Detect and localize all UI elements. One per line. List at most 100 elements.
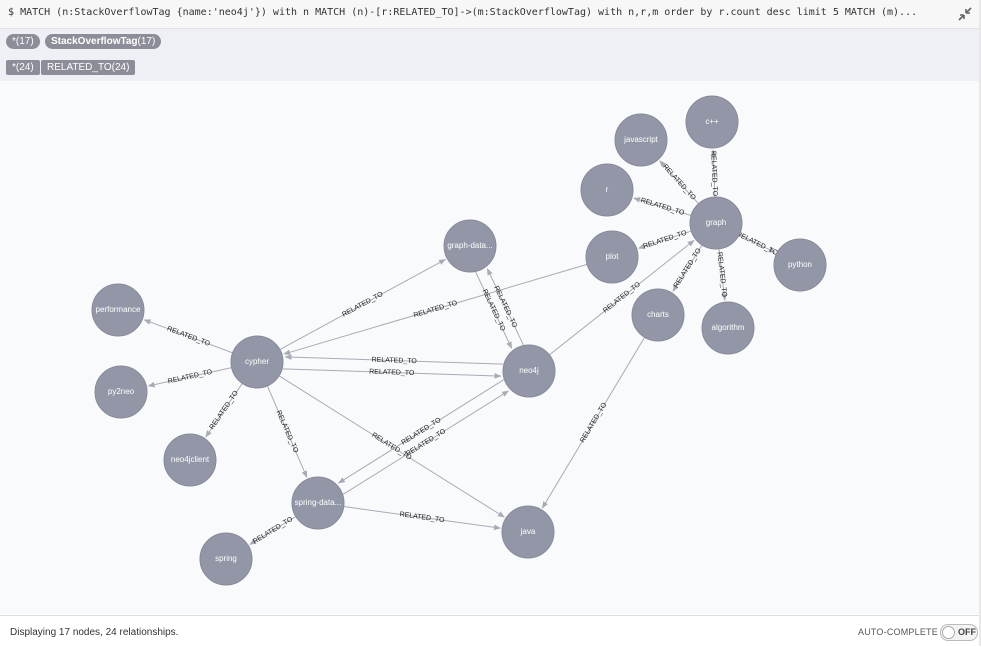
- node-caption: py2neo: [108, 387, 135, 396]
- node-circle[interactable]: [199, 532, 253, 586]
- relationship-edge[interactable]: [710, 149, 717, 198]
- relationship-edge[interactable]: [633, 197, 692, 216]
- node-circle[interactable]: [585, 230, 639, 284]
- relationship-edge[interactable]: [343, 506, 501, 531]
- prompt-symbol: $: [8, 7, 15, 18]
- graph-node-graph-data[interactable]: graph-data...: [443, 219, 497, 273]
- relationship-edge[interactable]: [278, 375, 505, 518]
- rel-type-name: RELATED_TO: [47, 62, 112, 73]
- relationship-label: RELATED_TO: [413, 300, 459, 320]
- node-caption: performance: [96, 305, 141, 314]
- node-circle[interactable]: [91, 283, 145, 337]
- relationship-edge[interactable]: [249, 516, 297, 545]
- node-circle[interactable]: [502, 344, 556, 398]
- node-circle[interactable]: [501, 505, 555, 559]
- relationship-label: RELATED_TO: [369, 369, 415, 378]
- graph-node-cypher[interactable]: cypher: [230, 335, 284, 389]
- query-bar: $ MATCH (n:StackOverflowTag {name:'neo4j…: [0, 0, 981, 29]
- relationship-edge[interactable]: [342, 390, 510, 495]
- query-editor[interactable]: $ MATCH (n:StackOverflowTag {name:'neo4j…: [8, 7, 953, 18]
- relationship-edge[interactable]: [284, 354, 504, 365]
- rel-type-pill[interactable]: RELATED_TO(24): [41, 60, 136, 75]
- node-circle[interactable]: [701, 301, 755, 355]
- node-caption: spring: [215, 554, 237, 563]
- node-circle[interactable]: [163, 433, 217, 487]
- relationship-edge[interactable]: [143, 319, 233, 354]
- relationship-label: RELATED_TO: [579, 401, 609, 444]
- relationship-edge[interactable]: [549, 239, 695, 356]
- node-caption: graph-data...: [447, 241, 492, 250]
- node-circle[interactable]: [230, 335, 284, 389]
- relationship-edge[interactable]: [637, 230, 692, 250]
- node-circle[interactable]: [614, 113, 668, 167]
- relationship-legend: *(24) RELATED_TO(24): [0, 55, 981, 82]
- node-circle[interactable]: [773, 238, 827, 292]
- graph-node-javascript[interactable]: javascript: [614, 113, 668, 167]
- relationship-edge[interactable]: [266, 385, 308, 478]
- graph-node-spring[interactable]: spring: [199, 532, 253, 586]
- graph-node-charts[interactable]: charts: [631, 288, 685, 342]
- rel-all-pill[interactable]: *(24): [6, 60, 40, 75]
- node-caption: charts: [647, 310, 669, 319]
- node-caption: python: [788, 260, 812, 269]
- node-circle[interactable]: [689, 196, 743, 250]
- graph-node-performance[interactable]: performance: [91, 283, 145, 337]
- node-circle[interactable]: [631, 288, 685, 342]
- node-circle[interactable]: [685, 95, 739, 149]
- relationship-label: RELATED_TO: [640, 197, 686, 217]
- graph-node-neo4j[interactable]: neo4j: [502, 344, 556, 398]
- relationship-label: RELATED_TO: [661, 163, 697, 202]
- node-circle[interactable]: [291, 476, 345, 530]
- node-circle[interactable]: [443, 219, 497, 273]
- relationship-edge[interactable]: [205, 383, 243, 438]
- relationship-edge[interactable]: [337, 379, 505, 484]
- node-caption: neo4j: [519, 366, 539, 375]
- compress-icon[interactable]: [957, 6, 973, 22]
- relationship-label: RELATED_TO: [642, 229, 688, 250]
- relationship-label: RELATED_TO: [715, 252, 727, 298]
- relationship-label: RELATED_TO: [735, 231, 779, 258]
- relationship-edge[interactable]: [541, 337, 646, 509]
- relationship-edge[interactable]: [475, 271, 513, 349]
- relationship-edge[interactable]: [672, 244, 703, 292]
- relationship-label: RELATED_TO: [167, 369, 213, 386]
- node-caption: plot: [606, 252, 620, 261]
- relationship-edge[interactable]: [283, 263, 588, 355]
- node-caption: c++: [705, 117, 719, 126]
- graph-node-r[interactable]: r: [580, 163, 634, 217]
- relationship-label: RELATED_TO: [709, 151, 718, 197]
- relationship-edge[interactable]: [718, 248, 727, 301]
- relationship-edge[interactable]: [486, 268, 524, 346]
- node-caption: graph: [706, 218, 726, 227]
- node-legend: *(17) StackOverflowTag(17): [0, 29, 981, 56]
- graph-node-py2neo[interactable]: py2neo: [94, 365, 148, 419]
- relationship-edge[interactable]: [147, 367, 232, 388]
- graph-node-algorithm[interactable]: algorithm: [701, 301, 755, 355]
- node-circle[interactable]: [94, 365, 148, 419]
- relationship-edge[interactable]: [739, 234, 776, 253]
- node-caption: r: [606, 185, 609, 194]
- node-circle[interactable]: [580, 163, 634, 217]
- graph-node-cpp[interactable]: c++: [685, 95, 739, 149]
- node-all-pill[interactable]: *(17): [6, 34, 40, 49]
- graph-node-graph[interactable]: graph: [689, 196, 743, 250]
- relationship-edge[interactable]: [659, 160, 699, 205]
- graph-node-java[interactable]: java: [501, 505, 555, 559]
- node-label-pill[interactable]: StackOverflowTag(17): [45, 34, 162, 49]
- right-border: [979, 0, 981, 646]
- relationship-edge[interactable]: [279, 258, 447, 351]
- node-caption: java: [520, 527, 536, 536]
- autocomplete-label: AUTO-COMPLETE: [858, 627, 938, 637]
- graph-node-plot[interactable]: plot: [585, 230, 639, 284]
- graph-node-python[interactable]: python: [773, 238, 827, 292]
- relationship-edge[interactable]: [282, 368, 502, 379]
- graph-node-spring-data[interactable]: spring-data...: [291, 476, 345, 530]
- relationship-label: RELATED_TO: [275, 410, 300, 455]
- graph-node-neo4jclient[interactable]: neo4jclient: [163, 433, 217, 487]
- autocomplete-toggle[interactable]: OFF: [940, 624, 978, 641]
- node-label-count: (17): [137, 36, 156, 47]
- toggle-state: OFF: [958, 627, 976, 637]
- status-text: Displaying 17 nodes, 24 relationships.: [10, 627, 179, 638]
